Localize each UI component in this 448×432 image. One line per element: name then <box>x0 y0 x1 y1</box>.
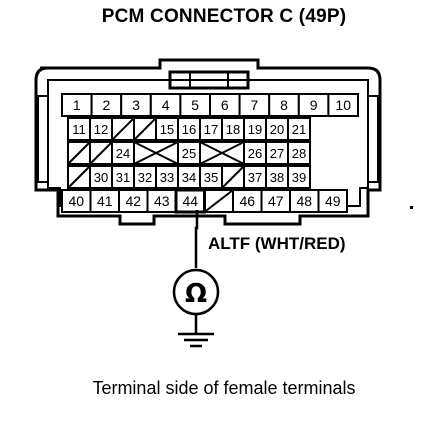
terminal-label: 44 <box>182 193 198 209</box>
terminal-label: 8 <box>280 97 288 113</box>
terminal-label: 2 <box>103 97 111 113</box>
probe-wire <box>194 210 199 268</box>
wire-label: ALTF (WHT/RED) <box>208 234 346 253</box>
terminal-label: 27 <box>270 146 284 161</box>
terminal-28 <box>287 141 311 165</box>
terminal-label: 9 <box>310 97 318 113</box>
terminal-label: 17 <box>204 122 218 137</box>
terminal-label: 31 <box>116 170 130 185</box>
terminal-label: 35 <box>204 170 218 185</box>
terminal-label: 20 <box>270 122 284 137</box>
terminal-label: 38 <box>270 170 284 185</box>
page-title: PCM CONNECTOR C (49P) <box>101 6 347 27</box>
terminal-label: 7 <box>251 97 259 113</box>
terminal-21 <box>287 117 311 141</box>
terminal-label: 46 <box>239 193 255 209</box>
terminal-label: 24 <box>116 146 130 161</box>
unused-terminal-slash <box>67 165 91 189</box>
terminal-label: 19 <box>248 122 262 137</box>
terminal-label: 30 <box>94 170 108 185</box>
terminal-label: 11 <box>72 122 86 137</box>
terminal-label: 4 <box>162 97 170 113</box>
unused-terminal-slash <box>89 141 113 165</box>
terminal-label: 49 <box>325 193 341 209</box>
terminal-label: 12 <box>94 122 108 137</box>
probe-terminal-highlight <box>174 188 206 214</box>
empty-slot-x <box>133 141 179 165</box>
terminal-label: 32 <box>138 170 152 185</box>
terminal-39 <box>287 165 311 189</box>
stray-mark <box>410 206 413 209</box>
terminal-label: 26 <box>248 146 262 161</box>
caption: Terminal side of female terminals <box>92 378 356 398</box>
terminal-label: 39 <box>292 170 306 185</box>
unused-terminal-slash <box>203 189 234 213</box>
terminal-label: 34 <box>182 170 196 185</box>
terminal-label: 3 <box>132 97 140 113</box>
connector-housing-outer <box>34 58 382 226</box>
terminal-label: 42 <box>125 193 141 209</box>
terminal-label: 1 <box>73 97 81 113</box>
unused-terminal-slash <box>221 165 245 189</box>
terminal-label: 47 <box>268 193 284 209</box>
terminal-label: 41 <box>97 193 113 209</box>
unused-terminal-slash <box>67 141 91 165</box>
terminal-label: 5 <box>191 97 199 113</box>
terminal-49 <box>317 189 348 213</box>
terminal-label: 18 <box>226 122 240 137</box>
unused-terminal-slash <box>111 117 135 141</box>
terminal-label: 10 <box>335 97 351 113</box>
terminal-label: 37 <box>248 170 262 185</box>
terminal-label: 25 <box>182 146 196 161</box>
ground-icon <box>178 332 214 348</box>
terminal-label: 33 <box>160 170 174 185</box>
unused-terminal-slash <box>133 117 157 141</box>
terminal-label: 48 <box>296 193 312 209</box>
terminal-label: 6 <box>221 97 229 113</box>
ohm-icon: Ω <box>185 279 207 309</box>
terminal-label: 28 <box>292 146 306 161</box>
terminal-label: 21 <box>292 122 306 137</box>
terminal-label: 16 <box>182 122 196 137</box>
terminal-label: 43 <box>154 193 170 209</box>
terminal-10 <box>327 93 359 117</box>
empty-slot-x <box>199 141 245 165</box>
terminal-label: 15 <box>160 122 174 137</box>
terminal-label: 40 <box>68 193 84 209</box>
